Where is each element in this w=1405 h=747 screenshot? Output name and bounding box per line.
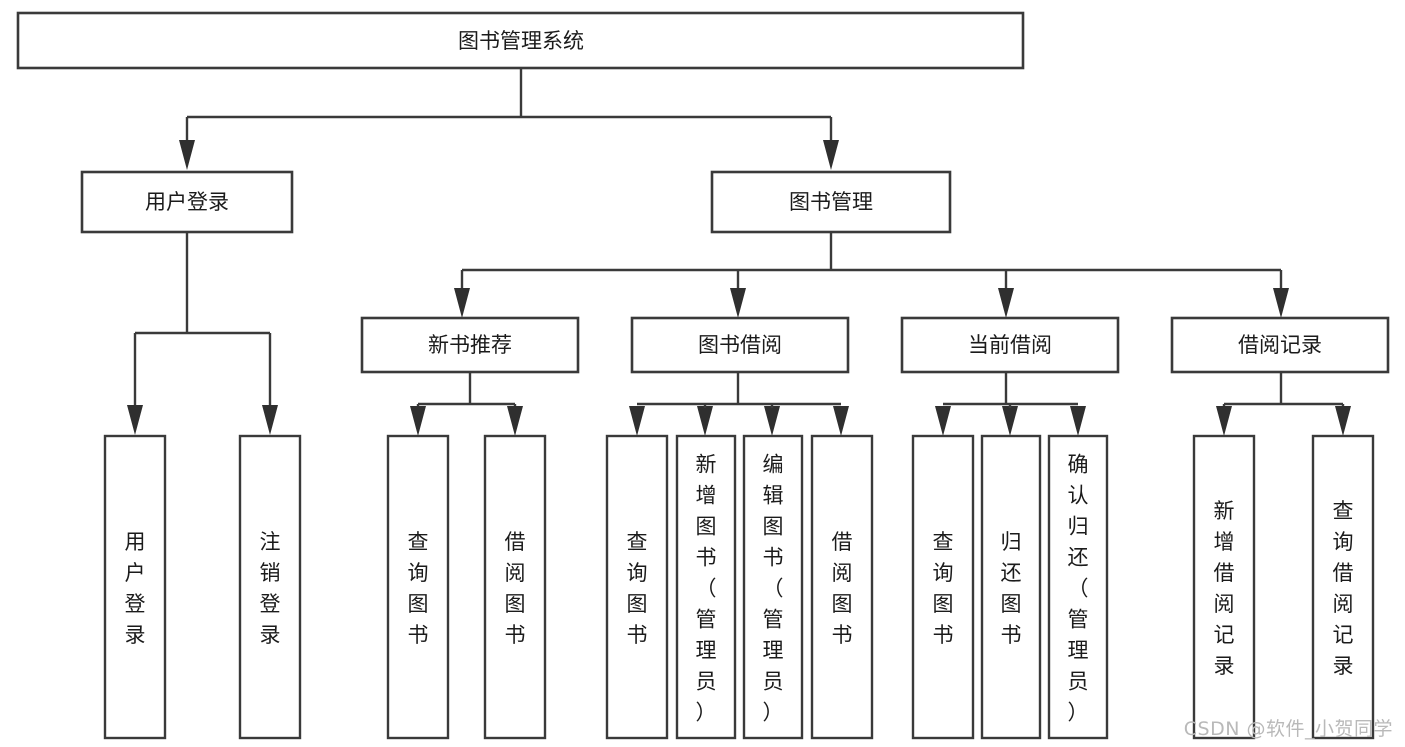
node-user-login-label: 用户登录 xyxy=(145,190,229,214)
arrow-current-leaf-1 xyxy=(935,406,951,436)
leaf-borrow-record-2-label: 查询借阅记录 xyxy=(1333,499,1354,678)
leaf-book-borrow-4-box[interactable] xyxy=(810,434,874,740)
arrow-borrow-leaf-2 xyxy=(697,406,713,436)
leaf-current-borrow-1[interactable]: 查询图书 xyxy=(911,434,975,740)
node-current-borrow-box[interactable] xyxy=(900,316,1120,374)
arrow-root-to-bookmgmt xyxy=(823,140,839,170)
arrow-record-leaf-2 xyxy=(1335,406,1351,436)
node-book-management-label: 图书管理 xyxy=(789,190,873,214)
leaf-book-borrow-2-label: 新增图书（管理员） xyxy=(696,453,717,725)
leaf-book-borrow-3[interactable]: 编辑图书（管理员） xyxy=(742,434,804,740)
node-book-management-box[interactable] xyxy=(710,170,952,234)
leaf-book-borrow-2-box[interactable] xyxy=(675,434,737,740)
node-current-borrow-label: 当前借阅 xyxy=(968,333,1052,357)
leaf-book-borrow-3-label: 编辑图书（管理员） xyxy=(763,453,784,725)
arrow-borrow-leaf-3 xyxy=(764,406,780,436)
leaf-borrow-record-2[interactable]: 查询借阅记录 xyxy=(1311,434,1375,740)
leaf-user-login-1-label: 用户登录 xyxy=(125,530,146,647)
arrow-record-leaf-1 xyxy=(1216,406,1232,436)
leaf-new-book-1-label: 查询图书 xyxy=(408,530,429,647)
csdn-watermark: CSDN @软件_小贺同学 xyxy=(1183,718,1393,740)
node-user-login-box[interactable] xyxy=(80,170,294,234)
leaf-book-borrow-4-label: 借阅图书 xyxy=(832,530,853,647)
leaf-current-borrow-2-label: 归还图书 xyxy=(1001,530,1022,647)
node-book-borrow[interactable]: 图书借阅 xyxy=(630,316,850,374)
node-new-book-recommend-box[interactable] xyxy=(360,316,580,374)
leaf-borrow-record-2-box[interactable] xyxy=(1311,434,1375,740)
leaf-book-borrow-4[interactable]: 借阅图书 xyxy=(810,434,874,740)
node-current-borrow[interactable]: 当前借阅 xyxy=(900,316,1120,374)
leaf-current-borrow-3-label: 确认归还（管理员） xyxy=(1068,453,1089,725)
leaf-user-login-2-label: 注销登录 xyxy=(260,530,281,647)
node-root[interactable]: 图书管理系统 xyxy=(16,11,1025,70)
node-book-borrow-label: 图书借阅 xyxy=(698,333,782,357)
node-new-book-recommend-label: 新书推荐 xyxy=(428,333,512,357)
leaf-current-borrow-2[interactable]: 归还图书 xyxy=(980,434,1042,740)
leaf-user-login-1[interactable]: 用户登录 xyxy=(103,434,167,740)
node-book-management[interactable]: 图书管理 xyxy=(710,170,952,234)
arrow-current-leaf-3 xyxy=(1070,406,1086,436)
arrow-bookmgmt-to-current xyxy=(998,288,1014,318)
leaf-borrow-record-1[interactable]: 新增借阅记录 xyxy=(1192,434,1256,740)
leaf-current-borrow-3-box[interactable] xyxy=(1047,434,1109,740)
leaf-user-login-2[interactable]: 注销登录 xyxy=(238,434,302,740)
leaf-new-book-1[interactable]: 查询图书 xyxy=(386,434,450,740)
node-user-login[interactable]: 用户登录 xyxy=(80,170,294,234)
leaf-current-borrow-3[interactable]: 确认归还（管理员） xyxy=(1047,434,1109,740)
arrow-root-to-userlogin xyxy=(179,140,195,170)
leaf-user-login-2-box[interactable] xyxy=(238,434,302,740)
leaf-book-borrow-1-box[interactable] xyxy=(605,434,669,740)
leaf-book-borrow-2[interactable]: 新增图书（管理员） xyxy=(675,434,737,740)
leaf-new-book-2[interactable]: 借阅图书 xyxy=(483,434,547,740)
arrow-bookmgmt-to-newbook xyxy=(454,288,470,318)
node-book-borrow-box[interactable] xyxy=(630,316,850,374)
leaf-new-book-2-label: 借阅图书 xyxy=(505,530,526,647)
arrow-borrow-leaf-1 xyxy=(629,406,645,436)
arrow-userlogin-leaf-1 xyxy=(127,405,143,435)
arrow-current-leaf-2 xyxy=(1002,406,1018,436)
node-new-book-recommend[interactable]: 新书推荐 xyxy=(360,316,580,374)
node-root-label: 图书管理系统 xyxy=(458,29,584,53)
leaf-borrow-record-1-box[interactable] xyxy=(1192,434,1256,740)
node-root-box[interactable] xyxy=(16,11,1025,70)
arrow-borrow-leaf-4 xyxy=(833,406,849,436)
arrow-newbook-leaf-1 xyxy=(410,406,426,436)
node-borrow-record-box[interactable] xyxy=(1170,316,1390,374)
leaf-book-borrow-3-box[interactable] xyxy=(742,434,804,740)
leaf-borrow-record-1-label: 新增借阅记录 xyxy=(1214,499,1235,678)
arrow-userlogin-leaf-2 xyxy=(262,405,278,435)
arrow-bookmgmt-to-borrow xyxy=(730,288,746,318)
leaf-user-login-1-box[interactable] xyxy=(103,434,167,740)
leaf-book-borrow-1[interactable]: 查询图书 xyxy=(605,434,669,740)
leaf-new-book-2-box[interactable] xyxy=(483,434,547,740)
leaf-current-borrow-1-label: 查询图书 xyxy=(933,530,954,647)
leaf-book-borrow-1-label: 查询图书 xyxy=(627,530,648,647)
leaf-current-borrow-1-box[interactable] xyxy=(911,434,975,740)
arrow-newbook-leaf-2 xyxy=(507,406,523,436)
node-borrow-record[interactable]: 借阅记录 xyxy=(1170,316,1390,374)
node-borrow-record-label: 借阅记录 xyxy=(1238,333,1322,357)
connector-layer xyxy=(127,68,1351,436)
arrow-bookmgmt-to-record xyxy=(1273,288,1289,318)
leaf-current-borrow-2-box[interactable] xyxy=(980,434,1042,740)
leaf-new-book-1-box[interactable] xyxy=(386,434,450,740)
